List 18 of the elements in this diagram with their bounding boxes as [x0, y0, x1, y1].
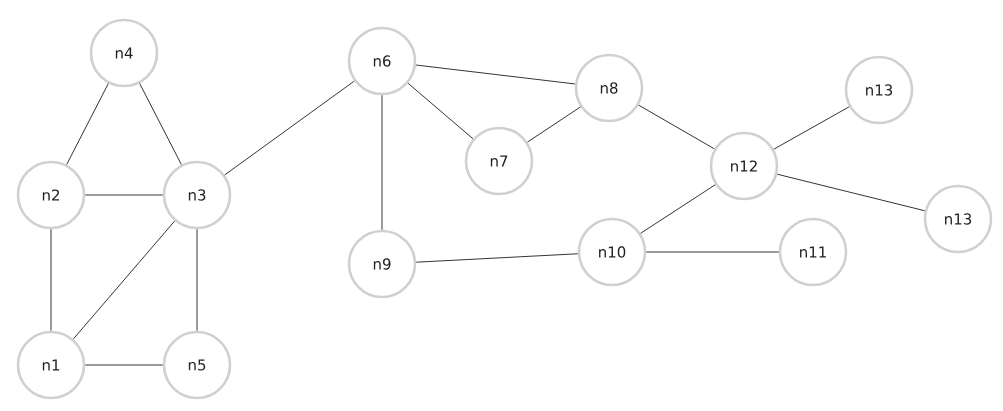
edge-line — [66, 83, 109, 165]
edge-line — [527, 106, 581, 143]
edge-line — [139, 83, 182, 165]
edge-line — [50, 228, 52, 332]
edge-line — [72, 220, 176, 340]
edge-line — [381, 94, 383, 231]
edge-line — [407, 82, 474, 140]
edge-line — [645, 251, 780, 253]
edge-line — [638, 104, 715, 150]
edge-line — [640, 184, 716, 234]
edge-line — [224, 80, 355, 176]
edge-line — [84, 194, 164, 196]
edge-line — [776, 173, 926, 212]
edge-line — [415, 64, 576, 85]
edge-line — [84, 364, 164, 366]
edge-line — [773, 106, 850, 150]
edge-line — [415, 253, 579, 263]
edge-line — [196, 228, 198, 332]
